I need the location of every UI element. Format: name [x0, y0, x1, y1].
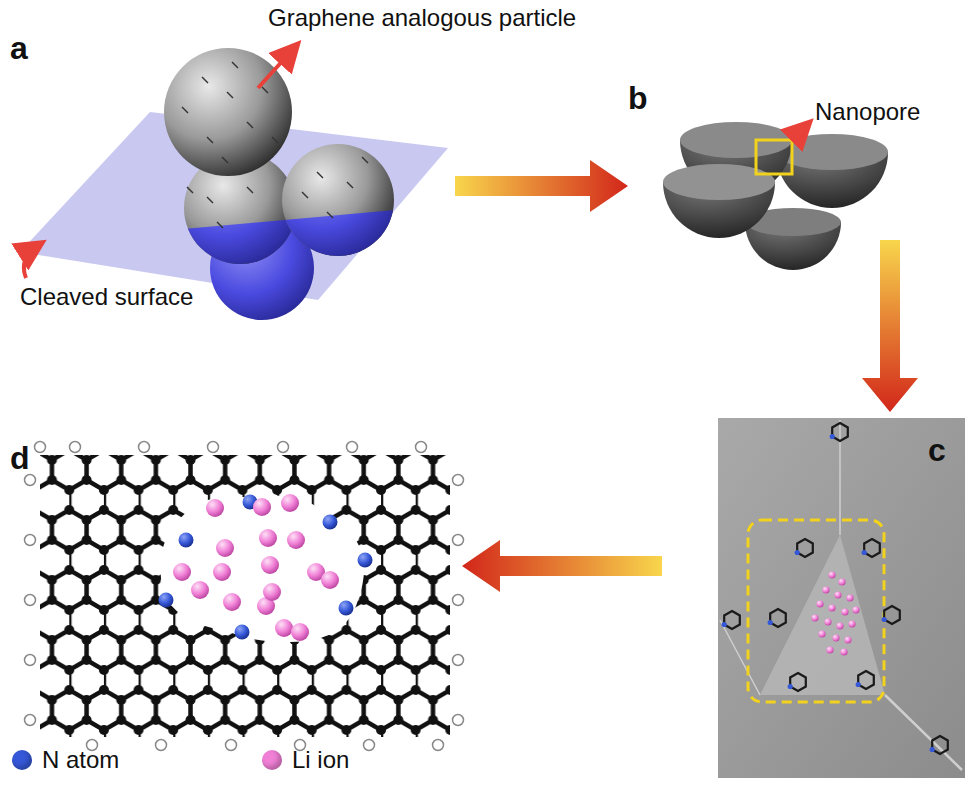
callout-label: Nanopore — [815, 98, 920, 126]
legend-text: N atom — [42, 746, 119, 774]
panel-letter: b — [628, 80, 648, 117]
pointer-arrow — [24, 46, 296, 278]
callout-label: Graphene analogous particle — [268, 4, 576, 32]
flow-arrow — [462, 540, 662, 592]
panel-letter: c — [928, 432, 946, 469]
graphene-particles — [164, 48, 394, 320]
nanopore-box — [756, 124, 808, 174]
flow-arrow — [862, 240, 918, 412]
panel-letter: a — [10, 30, 28, 67]
legend-swatch — [12, 750, 32, 770]
hemispheres — [663, 122, 888, 270]
legend-item: N atom — [12, 746, 119, 774]
callout-label: Cleaved surface — [20, 283, 193, 311]
graphene-lattice — [25, 442, 464, 751]
legend-text: Li ion — [292, 746, 349, 774]
legend-item: Li ion — [262, 746, 349, 774]
li-ions — [173, 494, 339, 641]
flow-arrow — [455, 160, 628, 212]
n-atoms — [159, 495, 373, 640]
panel-letter: d — [10, 440, 30, 477]
legend-swatch — [262, 750, 282, 770]
nanopore-closeup — [718, 418, 965, 778]
